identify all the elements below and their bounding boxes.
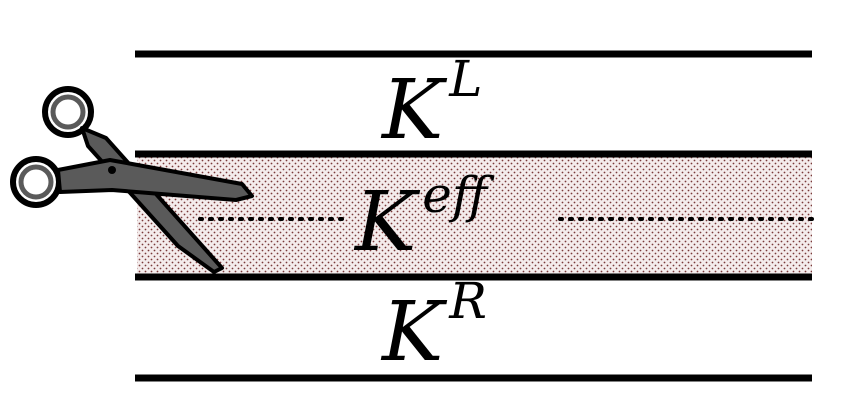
scissors-handle-upper <box>42 86 94 138</box>
scissors-blade-upper <box>56 158 254 202</box>
scissors-pivot <box>108 166 116 174</box>
effective-band <box>137 154 812 277</box>
scissors-icon <box>10 86 254 274</box>
